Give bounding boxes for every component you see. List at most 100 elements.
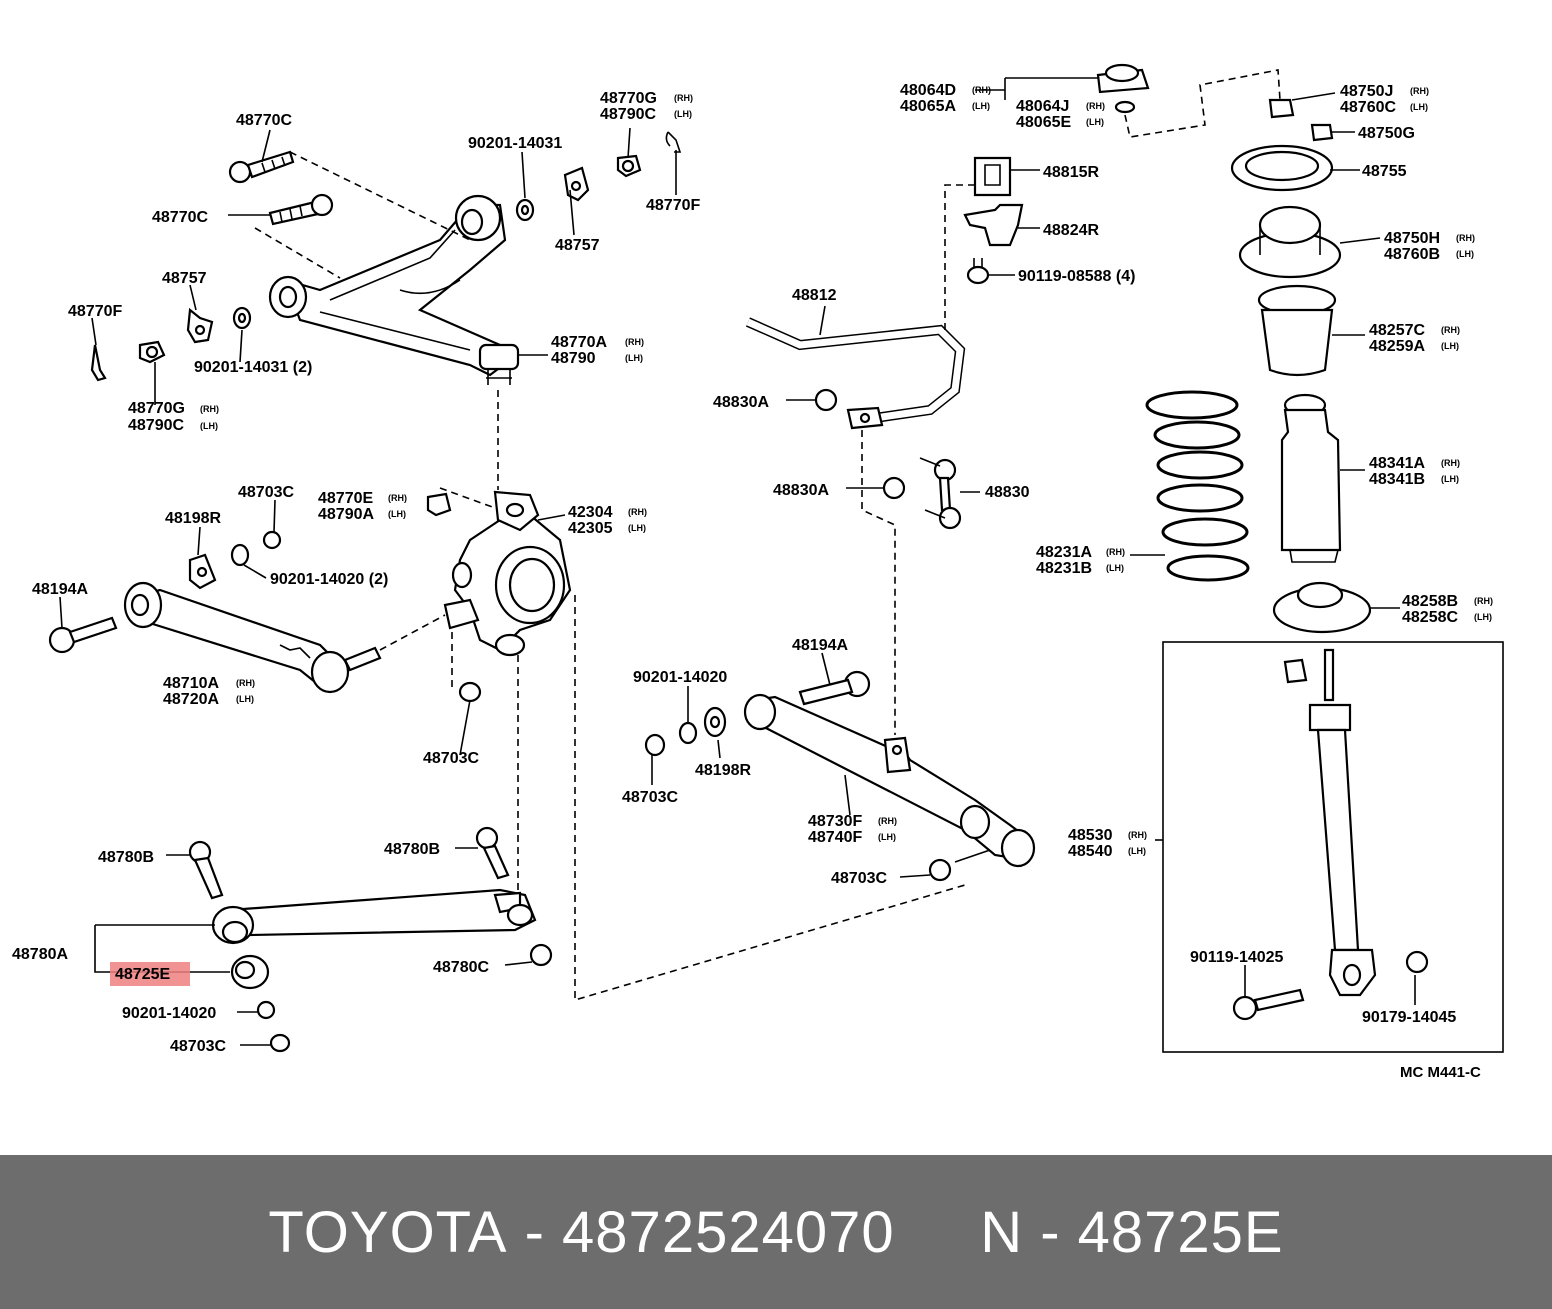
mark-rh: (RH) bbox=[1474, 596, 1493, 606]
label-48710A: 48710A bbox=[163, 675, 219, 692]
label-42304: 42304 bbox=[568, 504, 613, 521]
label-48770G-a: 48770G bbox=[128, 400, 185, 417]
label-48770C-b: 48770C bbox=[152, 209, 208, 226]
mark-lh: (LH) bbox=[1410, 102, 1428, 112]
label-48703C-c: 48703C bbox=[622, 789, 678, 806]
mark-lh: (LH) bbox=[1128, 846, 1146, 856]
shock-absorber-48530 bbox=[1308, 648, 1377, 997]
label-48703C-a: 48703C bbox=[238, 484, 294, 501]
trailing-arm-48780A bbox=[211, 888, 537, 945]
label-48790C-b: 48790C bbox=[600, 106, 656, 123]
label-48755: 48755 bbox=[1362, 163, 1407, 180]
bracket-48815R bbox=[973, 156, 1012, 197]
mark-lh: (LH) bbox=[625, 353, 643, 363]
highlight-48725E bbox=[110, 962, 190, 986]
nut-48830A-b bbox=[882, 476, 906, 500]
label-48780B-a: 48780B bbox=[98, 849, 154, 866]
washer-90201-14031-a bbox=[232, 306, 252, 330]
washer-90201-14020-c bbox=[256, 1000, 276, 1020]
mark-lh: (LH) bbox=[1086, 117, 1104, 127]
mark-lh: (LH) bbox=[628, 523, 646, 533]
cam-plate-48198R bbox=[188, 553, 217, 590]
cam-plate-48757-a bbox=[186, 307, 214, 344]
washer-48064J bbox=[1114, 100, 1136, 114]
brand-name: TOYOTA bbox=[268, 1199, 508, 1265]
label-48064D: 48064D bbox=[900, 82, 956, 99]
label-90119-08588: 90119-08588 (4) bbox=[1018, 268, 1135, 285]
label-48257C: 48257C bbox=[1369, 322, 1425, 339]
cam-plate-48757-b bbox=[563, 166, 590, 202]
mark-rh: (RH) bbox=[1441, 458, 1460, 468]
nut-48770G-b bbox=[616, 154, 642, 178]
nut-48703C-e bbox=[269, 1033, 291, 1053]
cam-plate-48198R-b bbox=[703, 706, 727, 738]
label-48780A: 48780A bbox=[12, 946, 68, 963]
nut-top-shock bbox=[1283, 658, 1308, 684]
label-48750J: 48750J bbox=[1340, 83, 1393, 100]
label-48757-a: 48757 bbox=[162, 270, 207, 287]
label-48770F-b: 48770F bbox=[646, 197, 700, 214]
mark-rh: (RH) bbox=[674, 93, 693, 103]
mark-rh: (RH) bbox=[1456, 233, 1475, 243]
label-48770E: 48770E bbox=[318, 490, 373, 507]
label-48064J: 48064J bbox=[1016, 98, 1069, 115]
bolt-lateral-end bbox=[343, 646, 382, 672]
label-48780B-b: 48780B bbox=[384, 841, 440, 858]
mark-lh: (LH) bbox=[1456, 249, 1474, 259]
mark-lh: (LH) bbox=[200, 421, 218, 431]
label-48830A-a: 48830A bbox=[713, 394, 769, 411]
nut-48703C-b bbox=[458, 681, 482, 703]
insulator-48755 bbox=[1230, 144, 1334, 192]
label-48540: 48540 bbox=[1068, 843, 1113, 860]
label-48198R-b: 48198R bbox=[695, 762, 751, 779]
separator: - bbox=[507, 1199, 563, 1265]
label-48231B: 48231B bbox=[1036, 560, 1092, 577]
washer-90201-14031-b bbox=[515, 198, 535, 222]
label-48730F: 48730F bbox=[808, 813, 862, 830]
label-48757-b: 48757 bbox=[555, 237, 600, 254]
label-48770A: 48770A bbox=[551, 334, 607, 351]
label-48750G: 48750G bbox=[1358, 125, 1415, 142]
mark-lh: (LH) bbox=[878, 832, 896, 842]
mark-rh: (RH) bbox=[236, 678, 255, 688]
shock-absorber-box bbox=[1162, 641, 1504, 1053]
label-48258C: 48258C bbox=[1402, 609, 1458, 626]
lower-arm-48730F bbox=[743, 693, 1036, 868]
bolt-48194A-left bbox=[48, 616, 118, 654]
nut-48780C bbox=[529, 943, 553, 967]
label-48231A: 48231A bbox=[1036, 544, 1092, 561]
diagram-code: MC M441-C bbox=[1400, 1064, 1481, 1081]
label-48065A: 48065A bbox=[900, 98, 956, 115]
label-90201-14020-b: 90201-14020 bbox=[633, 669, 727, 686]
washer-90201-14020-b bbox=[678, 721, 698, 745]
mark-lh: (LH) bbox=[1474, 612, 1492, 622]
nut-48703C-d bbox=[928, 849, 991, 882]
nut-48750J bbox=[1268, 98, 1295, 119]
label-48720A: 48720A bbox=[163, 691, 219, 708]
label-48770F-a: 48770F bbox=[68, 303, 122, 320]
clip-48770F-a bbox=[90, 344, 107, 382]
bolt-48770C-lower bbox=[268, 193, 334, 226]
label-48790A: 48790A bbox=[318, 506, 374, 523]
label-90119-14025: 90119-14025 bbox=[1190, 949, 1284, 966]
mark-rh: (RH) bbox=[200, 404, 219, 414]
exploded-view-drawing: 48770C 48770C 48757 48770F 48770G (RH) 4… bbox=[12, 63, 1504, 1081]
label-48830: 48830 bbox=[985, 484, 1030, 501]
stabilizer-bar-48812 bbox=[745, 317, 966, 430]
label-48725E[interactable]: 48725E bbox=[115, 966, 170, 983]
mark-rh: (RH) bbox=[388, 493, 407, 503]
reference-code: N - 48725E bbox=[980, 1199, 1284, 1265]
label-48198R-a: 48198R bbox=[165, 510, 221, 527]
nut-90179-14045 bbox=[1405, 950, 1429, 974]
lateral-link-48710A bbox=[123, 581, 350, 694]
label-48259A: 48259A bbox=[1369, 338, 1425, 355]
mark-rh: (RH) bbox=[878, 816, 897, 826]
nut-48703C-a bbox=[262, 530, 282, 550]
mark-rh: (RH) bbox=[1410, 86, 1429, 96]
label-48812: 48812 bbox=[792, 287, 837, 304]
label-42305: 42305 bbox=[568, 520, 613, 537]
label-90201-14020-c: 90201-14020 bbox=[122, 1005, 216, 1022]
label-48760B: 48760B bbox=[1384, 246, 1440, 263]
support-48750H bbox=[1238, 205, 1342, 279]
mark-rh: (RH) bbox=[972, 85, 991, 95]
